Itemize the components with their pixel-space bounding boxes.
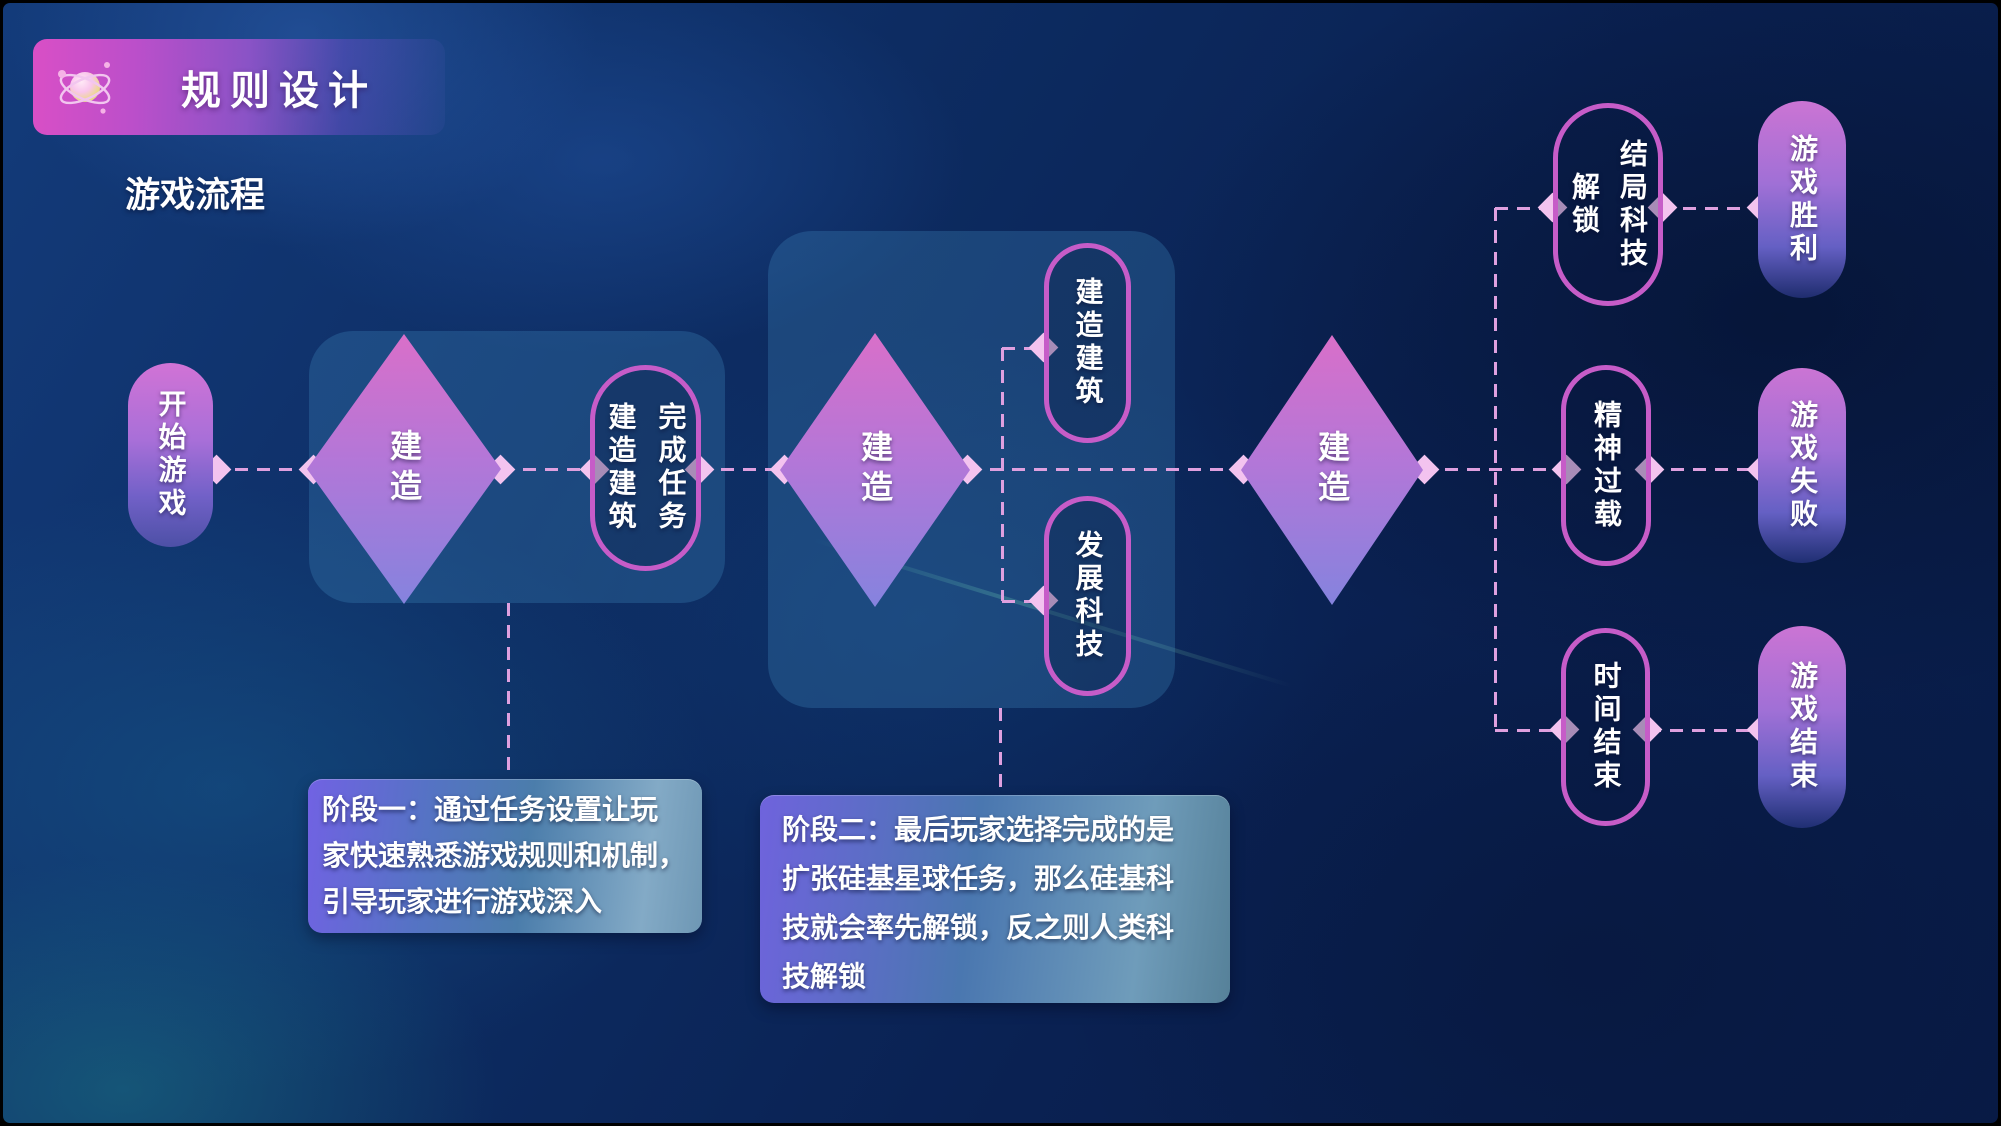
task-pill-label: 完成任务 建造建筑 (605, 402, 687, 534)
condition-pill-mental-overload: 精神过载 (1561, 365, 1651, 566)
section-subtitle: 游戏流程 (125, 176, 266, 215)
build-decision-diamond-3: 建造 (1241, 335, 1423, 605)
connector-dash-line (1648, 729, 1760, 732)
connector-dash-line (1649, 468, 1760, 471)
result-game-failure-label: 游戏失败 (1787, 399, 1818, 532)
title-badge: 规则设计 (33, 39, 445, 135)
connector-dash-line (1494, 208, 1497, 730)
start-pill-label: 开始游戏 (155, 389, 187, 521)
result-pill-game-failure: 游戏失败 (1758, 368, 1846, 563)
connector-dash-line (1495, 207, 1555, 210)
result-pill-game-victory: 游戏胜利 (1758, 101, 1846, 298)
connector-dash-line (507, 603, 510, 781)
task-pill-complete-task-build: 完成任务 建造建筑 (590, 365, 701, 571)
branch-pill-develop-tech-label: 发展科技 (1072, 530, 1104, 662)
result-pill-game-over: 游戏结束 (1758, 626, 1846, 828)
branch-pill-build-building: 建造建筑 (1044, 243, 1131, 443)
page-title: 规则设计 (181, 69, 377, 113)
note-stage2: 阶段二：最后玩家选择完成的是 扩张硅基星球任务，那么硅基科 技就会率先解锁，反之… (760, 795, 1230, 1003)
connector-dash-line (1661, 207, 1760, 210)
condition-pill-ending-tech-unlock: 结局科技 解锁 (1553, 103, 1663, 306)
condition-time-over-label: 时间结束 (1590, 661, 1622, 793)
condition-pill-time-over: 时间结束 (1561, 628, 1650, 826)
connector-dash-line (213, 468, 309, 471)
result-game-over-label: 游戏结束 (1787, 661, 1818, 793)
branch-pill-build-building-label: 建造建筑 (1072, 277, 1104, 409)
planet-orbit-icon (51, 53, 119, 121)
connector-dash-line (1495, 729, 1563, 732)
condition-ending-tech-label: 结局科技 解锁 (1569, 138, 1648, 271)
decision-label-1: 建造 (386, 429, 422, 509)
branch-pill-develop-tech: 发展科技 (1044, 496, 1131, 696)
decision-label-2: 建造 (857, 430, 893, 510)
connector-dash-line (1423, 468, 1563, 471)
decision-label-3: 建造 (1314, 430, 1350, 510)
result-game-victory-label: 游戏胜利 (1787, 133, 1818, 266)
start-pill: 开始游戏 (128, 363, 213, 547)
note-stage1: 阶段一：通过任务设置让玩 家快速熟悉游戏规则和机制， 引导玩家进行游戏深入 (308, 779, 702, 933)
connector-dash-line (999, 708, 1002, 796)
condition-mental-overload-label: 精神过载 (1591, 399, 1622, 532)
